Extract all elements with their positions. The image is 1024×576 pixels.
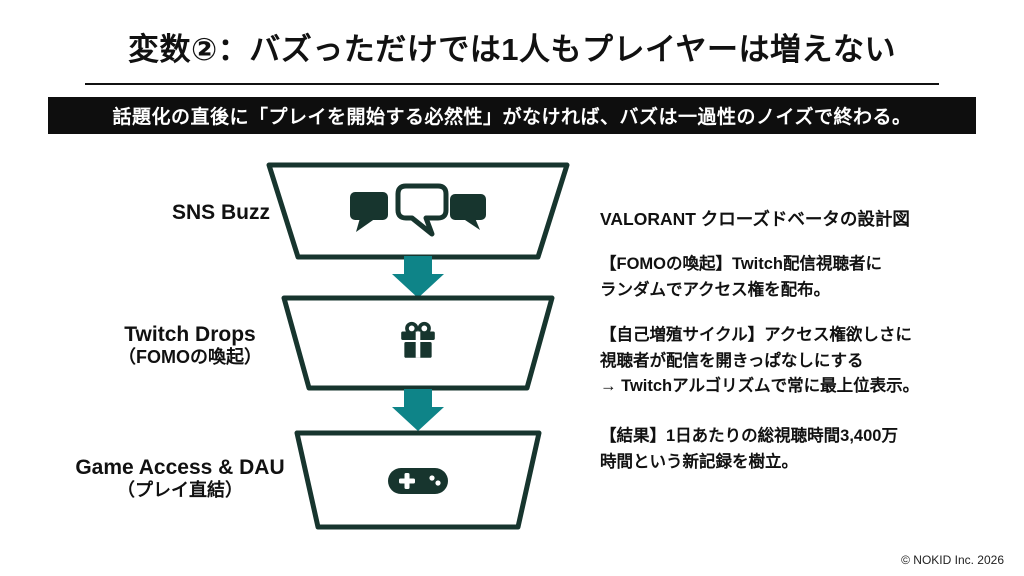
stage-label-subtitle: （FOMOの喚起） [118, 347, 262, 368]
right-panel-paragraph-result: 【結果】1日あたりの総視聴時間3,400万 時間という新記録を樹立。 [600, 427, 898, 471]
stage-label-game-access: Game Access & DAU （プレイ直結） [55, 455, 305, 502]
down-arrow-icon [392, 407, 444, 431]
stage-label-sns-buzz: SNS Buzz [35, 200, 270, 225]
copyright-text: © NOKID Inc. 2026 [901, 553, 1004, 567]
gamepad-icon [388, 468, 448, 494]
right-panel-heading: VALORANT クローズドベータの設計図 [600, 209, 910, 229]
subtitle-banner-text: 話題化の直後に「プレイを開始する必然性」がなければ、バズは一過性のノイズで終わる… [112, 107, 912, 128]
title-underline [85, 83, 939, 85]
stage-label-subtitle: （プレイ直結） [117, 480, 243, 501]
chat-bubbles-icon [350, 183, 486, 237]
right-panel-paragraph-fomo: 【FOMOの喚起】Twitch配信視聴者に ランダムでアクセス権を配布。 [600, 255, 883, 299]
down-arrow-icon [404, 256, 432, 275]
stage-label-twitch-drops: Twitch Drops （FOMOの喚起） [70, 322, 310, 369]
slide-title: 変数②：バズっただけでは1人もプレイヤーは増えない [127, 32, 897, 67]
subtitle-banner: 話題化の直後に「プレイを開始する必然性」がなければ、バズは一過性のノイズで終わる… [48, 97, 976, 134]
stage-label-title: Twitch Drops [124, 323, 256, 346]
right-panel-paragraph-cycle: 【自己増殖サイクル】アクセス権欲しさに 視聴者が配信を開きっぱなしにする → T… [600, 326, 920, 396]
down-arrow-icon [392, 274, 444, 298]
stage-label-title: Game Access & DAU [75, 456, 285, 479]
stage-label-title: SNS Buzz [171, 201, 270, 224]
gift-icon [401, 321, 435, 358]
down-arrow-icon [404, 389, 432, 408]
